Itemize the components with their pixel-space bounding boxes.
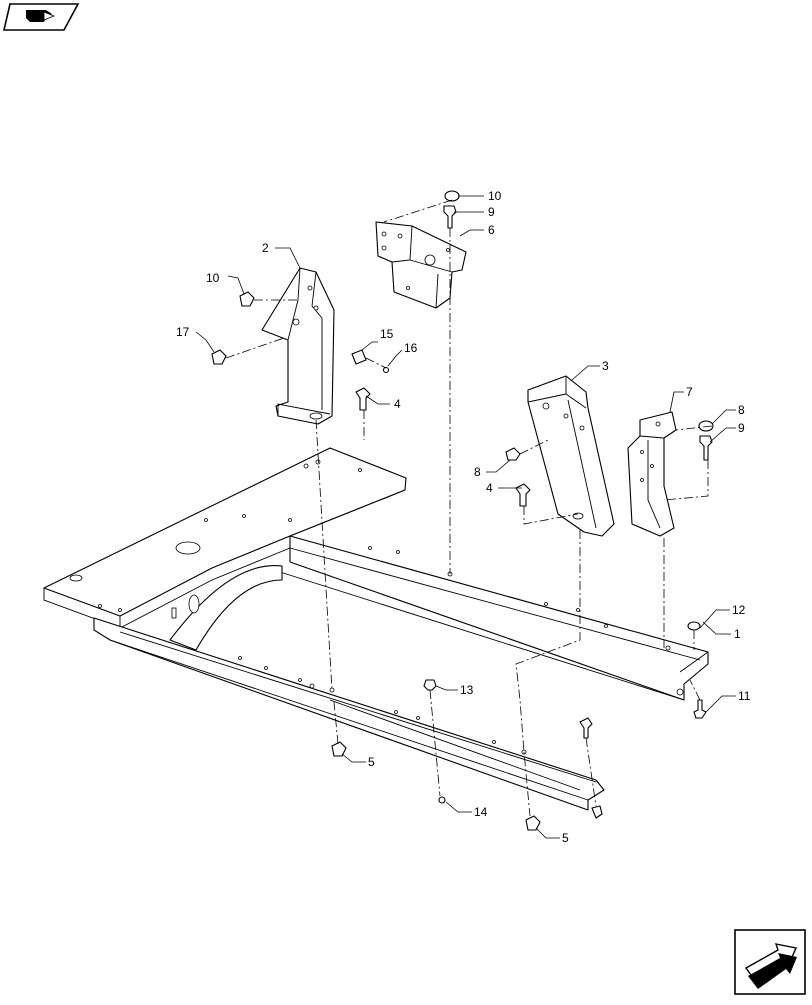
fastener-5-right: [525, 815, 541, 831]
fastener-bolt-right: [579, 717, 603, 819]
callout-17: 17: [176, 325, 190, 339]
callout-11: 11: [738, 689, 751, 703]
callout-13: 13: [460, 683, 474, 697]
fastener-12: [687, 621, 701, 631]
callout-7: 7: [686, 385, 693, 399]
fastener-17: [211, 349, 227, 365]
fastener-14: [438, 796, 446, 804]
fastener-16: [382, 366, 390, 374]
bracket-7: [627, 411, 677, 537]
book-arrow-icon[interactable]: [2, 3, 80, 31]
callout-6: 6: [488, 223, 495, 237]
bracket-3: [527, 375, 615, 537]
fastener-5-left: [331, 741, 347, 757]
fastener-4-right: [515, 483, 531, 507]
callout-10: 10: [488, 189, 502, 203]
callout-5: 5: [368, 755, 375, 769]
leader-lines: [195, 195, 736, 839]
callout-labels: 1 2 3 4 4 5 5 6 7 8 8 9 9 10 10 11 12 13…: [176, 189, 751, 845]
callout-1: 1: [734, 627, 741, 641]
callout-3: 3: [602, 359, 609, 373]
bracket-6: [375, 221, 467, 309]
fastener-15: [351, 349, 367, 365]
fastener-10-left: [239, 291, 255, 307]
callout-4: 4: [486, 481, 493, 495]
arrow-next-icon[interactable]: [734, 929, 806, 995]
fastener-9-right: [699, 435, 713, 461]
fastener-13: [423, 679, 437, 691]
callout-8: 8: [474, 465, 481, 479]
callout-10: 10: [206, 271, 220, 285]
main-frame: [43, 447, 709, 811]
fastener-4-left: [355, 387, 371, 411]
callout-9: 9: [738, 421, 745, 435]
callout-15: 15: [380, 327, 394, 341]
callout-16: 16: [404, 341, 418, 355]
fastener-8-left: [505, 447, 521, 461]
callout-14: 14: [474, 805, 488, 819]
fastener-8-right: [698, 420, 714, 432]
bracket-2: [261, 267, 335, 425]
callout-2: 2: [262, 241, 269, 255]
assembly-lines: [225, 199, 713, 817]
callout-5: 5: [562, 831, 569, 845]
fastener-9-top: [443, 205, 457, 229]
callout-4: 4: [394, 397, 401, 411]
fastener-10-top: [444, 190, 460, 202]
callout-12: 12: [732, 603, 746, 617]
callout-9: 9: [488, 205, 495, 219]
callout-8: 8: [738, 403, 745, 417]
fastener-11: [693, 699, 707, 719]
